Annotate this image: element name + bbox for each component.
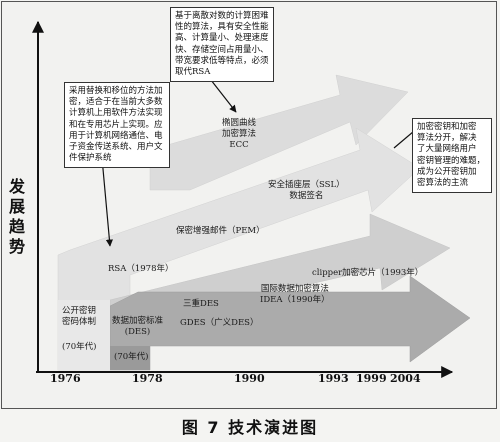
public-key-system-label: 公开密钥 密码体制 xyxy=(62,306,97,327)
rsa-note-leader xyxy=(101,157,113,247)
rsa-note-box: 采用替换和移位的方法加 密，适合于在当前大多数 计算机上用软件方法实现 和在专用… xyxy=(64,82,170,169)
year-label: 1993 xyxy=(318,372,349,385)
rsa-label: RSA（1978年） xyxy=(108,264,174,274)
seventies-label: (70年代) xyxy=(114,352,149,362)
trend-note-box: 加密密钥和加密 算法分开，解决 了大量网络用户 密钥管理的难题， 成为公开密钥加… xyxy=(412,118,492,194)
public-key-base-block xyxy=(58,300,110,370)
year-label: 1990 xyxy=(234,372,265,385)
figure-caption: 图 7 技术演进图 xyxy=(181,418,319,437)
y-axis-title-char: 趋 xyxy=(9,217,26,236)
year-label: 1978 xyxy=(132,372,163,385)
gdes-label: GDES（广义DES） xyxy=(180,318,259,328)
seventies-label: (70年代) xyxy=(62,342,97,352)
idea-label: 国际数据加密算法 IDEA（1990年） xyxy=(260,284,330,305)
ecc-note-box: 基于离散对数的计算困难 性的算法，具有安全性能 高、计算量小、处理速度 快、存储… xyxy=(170,7,274,83)
ssl-label: 安全插座层（SSL） 数据签名 xyxy=(268,180,345,201)
ecc-trend-arrow xyxy=(149,74,409,191)
y-axis-title-char: 展 xyxy=(9,197,26,216)
clipper-label: clipper加密芯片（1993年） xyxy=(312,268,424,278)
triple-des-label: 三重DES xyxy=(183,299,219,309)
y-axis-title-char: 势 xyxy=(9,237,26,256)
y-axis-title-char: 发 xyxy=(9,177,26,196)
year-label: 2004 xyxy=(390,372,421,385)
ecc-label: 椭圆曲线 加密算法 ECC xyxy=(222,118,257,150)
year-label: 1976 xyxy=(50,372,81,385)
pem-label: 保密增强邮件（PEM） xyxy=(176,226,265,236)
des-label: 数据加密标准 (DES) xyxy=(112,316,164,337)
des-base-block xyxy=(110,346,150,370)
year-label: 1999 xyxy=(356,372,387,385)
